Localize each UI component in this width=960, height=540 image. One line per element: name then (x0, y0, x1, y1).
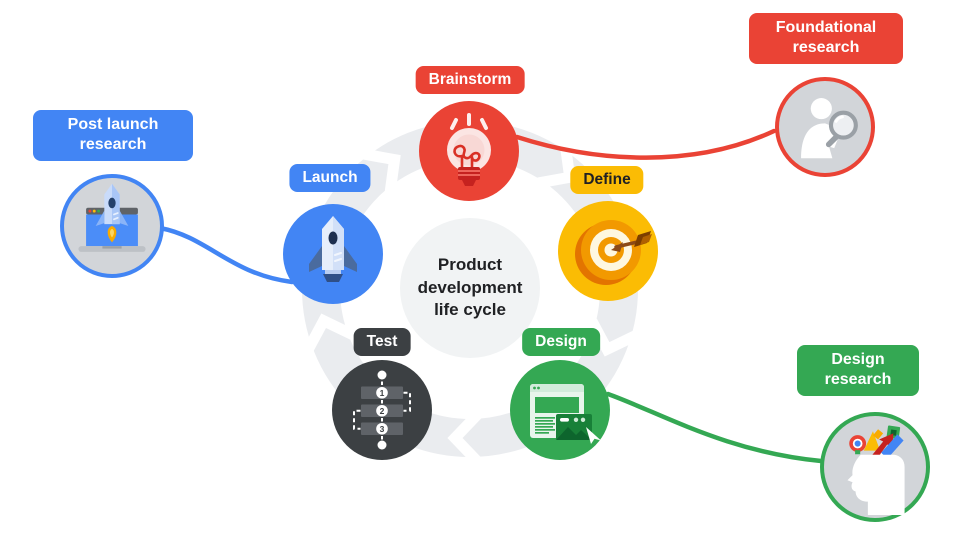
research-circle-foundational (775, 77, 875, 177)
person-magnifier-icon (801, 98, 858, 159)
stage-circle-define (558, 201, 658, 301)
head-ideas-icon (847, 425, 905, 515)
stage-label-test: Test (353, 328, 411, 356)
target-arrow-icon (575, 220, 652, 285)
stage-label-launch: Launch (289, 164, 371, 192)
connector-design-designresearch (605, 391, 824, 464)
title-line-1: Product (437, 255, 503, 275)
stage-circle-brainstorm (419, 101, 519, 201)
laptop-rocket-icon (78, 183, 146, 252)
lightbulb-icon (447, 113, 491, 186)
numbered-steps-icon: 1 2 3 (353, 370, 411, 450)
research-circle-designresearch (820, 412, 930, 522)
stage-circle-test: 1 2 3 (332, 360, 432, 460)
diagram-title: Product development life cycle (418, 254, 523, 321)
research-label-designresearch: Design research (797, 345, 919, 396)
center-circle: Product development life cycle (400, 218, 540, 358)
webpage-wireframe-icon (530, 384, 601, 444)
connector-postlaunch-launch (157, 225, 295, 285)
title-line-3: life cycle (434, 300, 506, 320)
rocket-icon (309, 216, 357, 282)
stage-label-design: Design (522, 328, 600, 356)
research-label-foundational: Foundational research (749, 13, 903, 64)
step-number-1: 1 (380, 388, 385, 398)
stage-label-define: Define (570, 166, 644, 194)
stage-label-brainstorm: Brainstorm (415, 66, 525, 94)
step-number-3: 3 (380, 424, 385, 434)
stage-circle-launch (283, 204, 383, 304)
research-label-postlaunch: Post launch research (33, 110, 193, 161)
research-circle-postlaunch (60, 174, 164, 278)
connector-brainstorm-foundational (514, 128, 777, 160)
stage-circle-design (510, 360, 610, 460)
step-number-2: 2 (380, 406, 385, 416)
title-line-2: development (417, 277, 523, 297)
